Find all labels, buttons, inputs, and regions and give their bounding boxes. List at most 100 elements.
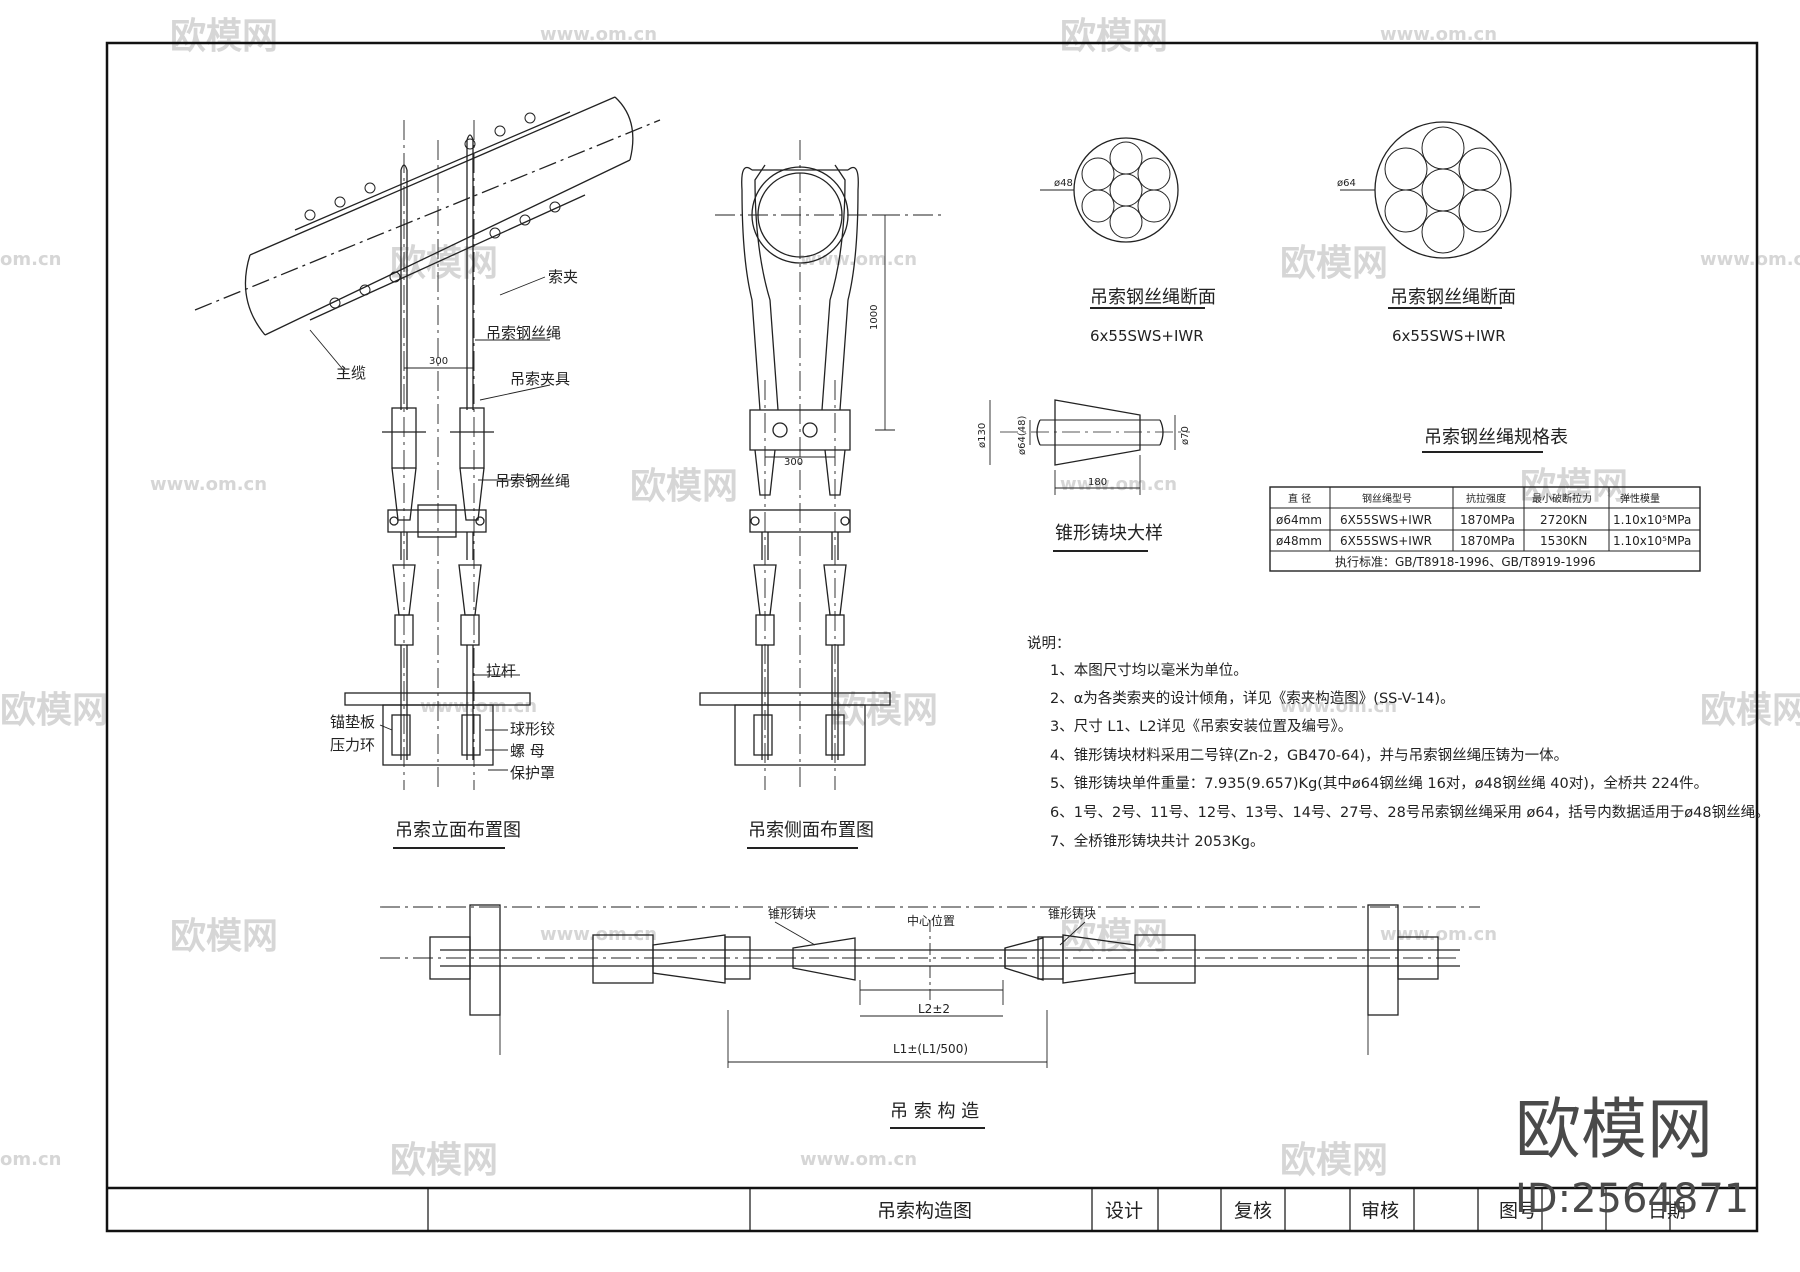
label-cone-right: 锥形铸块 (1048, 906, 1096, 921)
section-diameter: ø48 (1054, 178, 1073, 189)
table-cell: 1870MPa (1460, 513, 1515, 527)
watermark-brand: 欧模网 (630, 466, 738, 507)
section-diameter: ø64 (1337, 178, 1356, 189)
dim-cone-length: 180 (1088, 477, 1107, 488)
table-cell: 1870MPa (1460, 534, 1515, 548)
label-center-position: 中心位置 (907, 913, 955, 928)
cone-detail-title: 锥形铸块大样 (1055, 523, 1163, 544)
watermark-brand: 欧模网 (170, 16, 278, 57)
label-pressure-ring: 压力环 (330, 736, 375, 754)
spec-table: 吊索钢丝绳规格表 直 径 钢丝绳型号 抗拉强度 最小破断拉力 弹性模量 ø64m… (1269, 427, 1701, 572)
table-cell: 6X55SWS+IWR (1340, 534, 1432, 548)
table-header: 弹性模量 (1620, 492, 1660, 505)
label-main-cable: 主缆 (336, 364, 366, 382)
section-spec: 6x55SWS+IWR (1392, 327, 1506, 345)
watermark-brand: 欧模网 (0, 690, 108, 731)
section-spec: 6x55SWS+IWR (1090, 327, 1204, 345)
dim-l1: L1±(L1/500) (893, 1042, 968, 1056)
label-cone-left: 锥形铸块 (768, 906, 816, 921)
note-item: 3、尺寸 L1、L2详见《吊索安装位置及编号》。 (1050, 718, 1352, 735)
elevation-labels: 索夹 主缆 吊索钢丝绳 吊索夹具 吊索钢丝绳 拉杆 锚垫板 压力环 球形铰 螺 … (330, 268, 578, 841)
table-cell: 2720KN (1540, 513, 1587, 527)
dim-cone-small: ø70 (1180, 426, 1191, 445)
label-hanger-rope-top: 吊索钢丝绳 (486, 324, 561, 342)
notes-heading: 说明： (1027, 635, 1071, 652)
label-nut: 螺 母 (510, 742, 545, 760)
dim-side-spacing: 300 (784, 457, 803, 468)
elevation-view-title: 吊索立面布置图 (395, 820, 521, 841)
section-title: 吊索钢丝绳断面 (1090, 287, 1216, 308)
section-title: 吊索钢丝绳断面 (1390, 287, 1516, 308)
table-header: 抗拉强度 (1466, 492, 1506, 505)
watermark-url: om.cn (0, 249, 61, 270)
watermark-url: www.om.cn (800, 249, 917, 270)
note-item: 7、全桥锥形铸块共计 2053Kg。 (1050, 832, 1264, 850)
dim-side-height: 1000 (869, 305, 880, 330)
watermark-brand: 欧模网 (830, 690, 938, 731)
title-block (107, 1186, 1757, 1231)
watermark-url: www.om.cn (150, 474, 267, 495)
dim-l2: L2±2 (918, 1002, 950, 1016)
label-hanger-clamp: 吊索夹具 (510, 370, 570, 388)
label-anchor-plate: 锚垫板 (330, 713, 375, 731)
rope-section-48 (1040, 137, 1205, 309)
sheet-frame (105, 41, 1759, 1233)
label-tie-rod: 拉杆 (486, 662, 516, 680)
watermark-brand: 欧模网 (170, 916, 278, 957)
drawing-no-label: 图号 (1499, 1200, 1537, 1222)
note-item: 5、锥形铸块单件重量：7.935(9.657)Kg(其中ø64钢丝绳 16对，ø… (1050, 774, 1708, 792)
review-label: 复核 (1234, 1200, 1272, 1222)
table-cell: 1.10x10⁵MPa (1613, 534, 1691, 548)
dim-cone-inner: ø64(48) (1017, 416, 1028, 455)
note-item: 4、锥形铸块材料采用二号锌(Zn-2，GB470-64)，并与吊索钢丝绳压铸为一… (1050, 747, 1568, 764)
watermark-layer: 欧模网 www.om.cn 欧模网 www.om.cn om.cn 欧模网 ww… (0, 16, 1800, 1181)
watermark-brand: 欧模网 (1700, 690, 1800, 731)
approve-label: 审核 (1361, 1200, 1399, 1222)
elevation-view (194, 96, 661, 849)
date-label: 日期 (1648, 1200, 1686, 1222)
dim-cone-outer: ø130 (977, 423, 988, 448)
side-view-labels: 300 1000 吊索侧面布置图 (748, 305, 880, 841)
drawing-name: 吊索构造图 (877, 1200, 972, 1222)
rope-section-labels: ø48 吊索钢丝绳断面 6x55SWS+IWR ø64 吊索钢丝绳断面 6x55… (1054, 178, 1516, 345)
table-cell: ø64mm (1276, 513, 1322, 527)
watermark-url: www.om.cn (1280, 696, 1397, 717)
title-block-labels: 吊索构造图 设计 复核 审核 图号 日期 (877, 1200, 1686, 1222)
table-header: 直 径 (1288, 492, 1311, 505)
table-cell: 6X55SWS+IWR (1340, 513, 1432, 527)
watermark-url: www.om.cn (1380, 24, 1497, 45)
rope-section-64 (1340, 121, 1512, 309)
notes: 说明： 1、本图尺寸均以毫米为单位。 2、α为各类索夹的设计倾角，详见《索夹构造… (1027, 635, 1770, 850)
watermark-url: www.om.cn (1060, 474, 1177, 495)
logo-text: 欧模网 (1515, 1091, 1713, 1168)
construction-title: 吊 索 构 造 (890, 1101, 979, 1122)
table-header: 最小破断拉力 (1532, 492, 1592, 505)
logo-id: ID:2564871 (1515, 1176, 1749, 1222)
cone-detail (989, 399, 1190, 552)
label-spherical-hinge: 球形铰 (510, 720, 555, 738)
table-standard: 执行标准：GB/T8918-1996、GB/T8919-1996 (1335, 555, 1596, 569)
side-view-title: 吊索侧面布置图 (748, 820, 874, 841)
watermark-url: www.om.cn (420, 696, 537, 717)
spec-table-title: 吊索钢丝绳规格表 (1424, 427, 1568, 448)
note-item: 2、α为各类索夹的设计倾角，详见《索夹构造图》(SS-V-14)。 (1050, 690, 1455, 707)
design-label: 设计 (1105, 1200, 1143, 1222)
watermark-url: om.cn (0, 1149, 61, 1170)
construction-view (380, 904, 1480, 1129)
label-protective-cap: 保护罩 (510, 764, 555, 782)
watermark-brand: 欧模网 (1060, 16, 1168, 57)
watermark-brand: 欧模网 (390, 1140, 498, 1181)
logo-watermark: 欧模网 ID:2564871 (1515, 1091, 1749, 1222)
watermark-url: www.om.cn (800, 1149, 917, 1170)
watermark-brand: 欧模网 (1280, 243, 1388, 284)
cone-detail-labels: ø130 ø64(48) ø70 180 锥形铸块大样 (977, 416, 1191, 544)
note-item: 6、1号、2号、11号、12号、13号、14号、27号、28号吊索钢丝绳采用 ø… (1050, 804, 1770, 821)
label-hanger-rope-mid: 吊索钢丝绳 (495, 472, 570, 490)
watermark-brand: 欧模网 (1280, 1140, 1388, 1181)
note-item: 1、本图尺寸均以毫米为单位。 (1050, 661, 1248, 679)
side-view (699, 140, 945, 849)
label-clamp: 索夹 (548, 268, 578, 286)
spec-table-grid (1269, 486, 1701, 572)
watermark-url: www.om.cn (540, 24, 657, 45)
